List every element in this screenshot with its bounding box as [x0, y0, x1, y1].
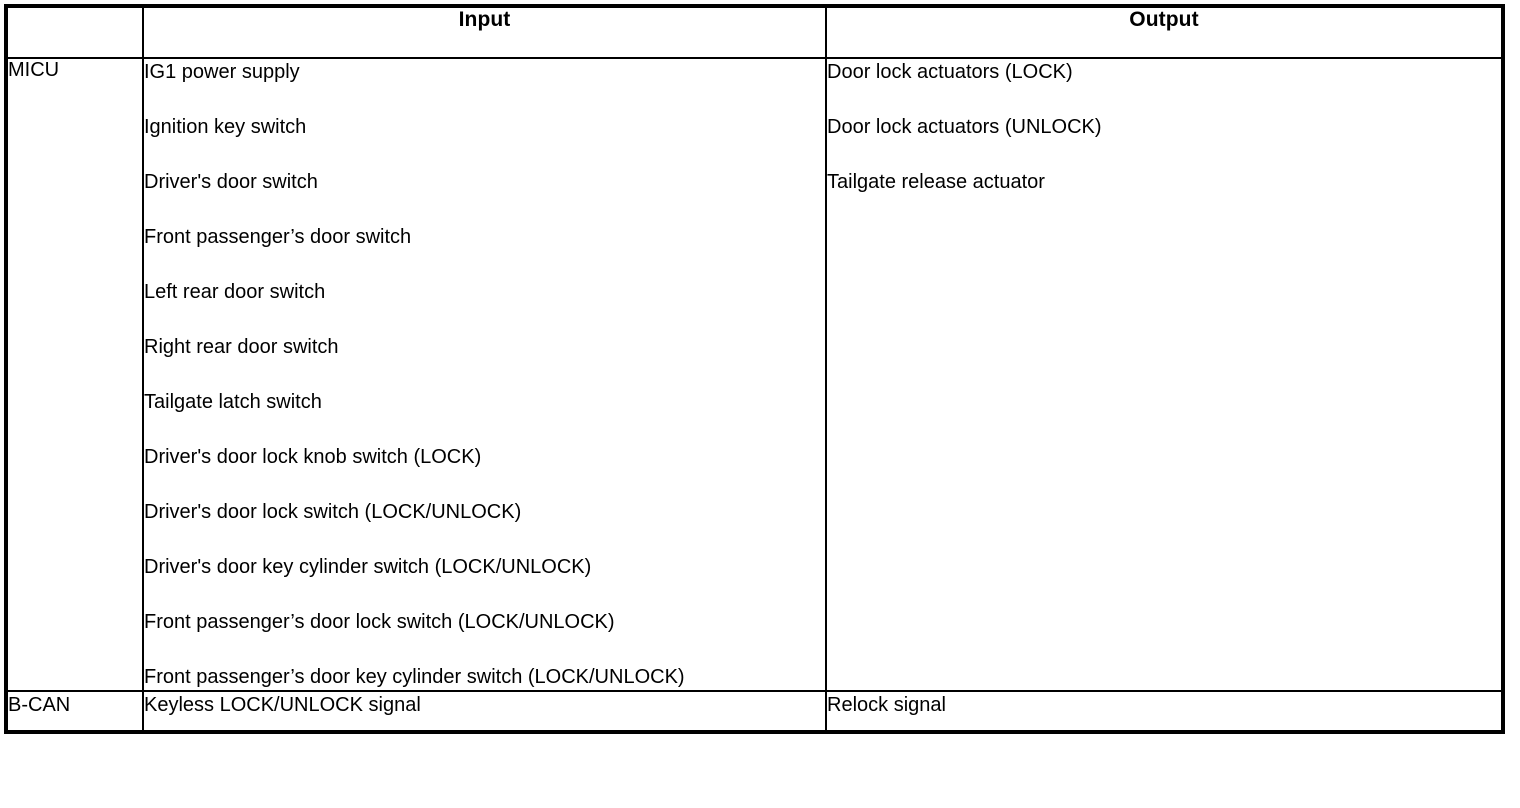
output-cell-bcan: Relock signal [825, 690, 1504, 733]
list-item: Ignition key switch [144, 116, 307, 138]
header-input: Input [142, 5, 827, 59]
output-cell-micu: Door lock actuators (LOCK) Door lock act… [825, 57, 1504, 692]
list-item: Left rear door switch [144, 281, 326, 303]
list-item: Driver's door key cylinder switch (LOCK/… [144, 556, 592, 578]
list-item: Front passenger’s door key cylinder swit… [144, 666, 685, 688]
list-item: Driver's door lock switch (LOCK/UNLOCK) [144, 501, 522, 523]
list-item: Tailgate latch switch [144, 391, 322, 413]
table-body: MICU IG1 power supply Ignition key switc… [5, 57, 1504, 733]
list-item: IG1 power supply [144, 61, 300, 83]
list-item: Front passenger’s door switch [144, 226, 412, 248]
list-item: Front passenger’s door lock switch (LOCK… [144, 611, 615, 633]
table-row: B-CAN Keyless LOCK/UNLOCK signal Relock … [5, 690, 1504, 733]
table-header: Input Output [6, 5, 1504, 59]
header-output: Output [825, 5, 1504, 59]
list-item: Driver's door lock knob switch (LOCK) [144, 446, 482, 468]
list-item: Door lock actuators (LOCK) [827, 61, 1073, 83]
header-corner-cell [6, 5, 144, 59]
header-row: Input Output [6, 5, 1504, 59]
module-label-bcan: B-CAN [5, 690, 144, 733]
input-cell-bcan: Keyless LOCK/UNLOCK signal [142, 690, 827, 733]
list-item: Right rear door switch [144, 336, 339, 358]
list-item: Driver's door switch [144, 171, 318, 193]
module-label-micu: MICU [5, 57, 144, 692]
output-list-micu: Door lock actuators (LOCK) Door lock act… [827, 59, 1501, 195]
input-output-table: Input Output MICU IG1 power supply Ignit… [4, 4, 1505, 734]
input-cell-micu: IG1 power supply Ignition key switch Dri… [142, 57, 827, 692]
list-item: Door lock actuators (UNLOCK) [827, 116, 1102, 138]
list-item: Tailgate release actuator [827, 171, 1045, 193]
table-row: MICU IG1 power supply Ignition key switc… [5, 57, 1504, 692]
input-list-micu: IG1 power supply Ignition key switch Dri… [144, 59, 825, 690]
